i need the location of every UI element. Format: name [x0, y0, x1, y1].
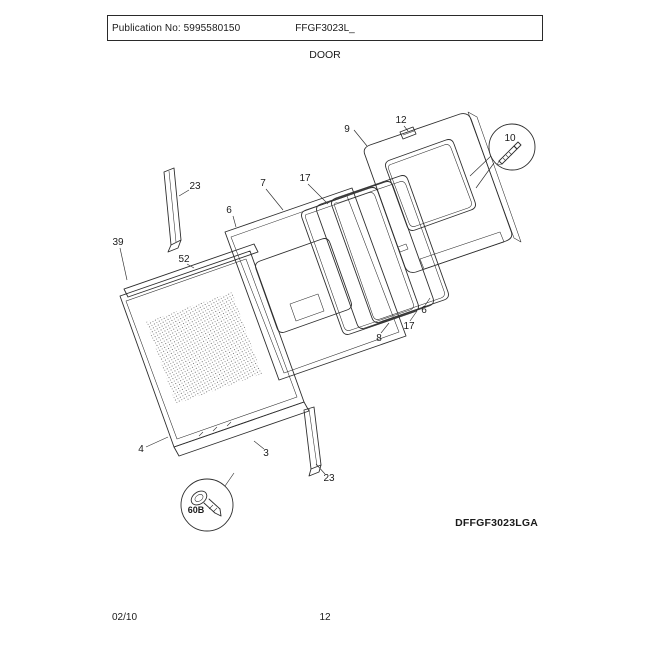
- liner-clip: [399, 126, 417, 140]
- callout-60b: 60B: [188, 505, 205, 515]
- callout-12: 12: [395, 115, 407, 126]
- callout-6-left: 6: [226, 205, 232, 216]
- outer-door-panel: [119, 250, 310, 457]
- screw-detail-circle-10: [469, 123, 536, 189]
- callout-6-right: 6: [421, 305, 427, 316]
- callout-4: 4: [138, 444, 144, 455]
- door-window-stipple: [146, 292, 262, 404]
- callout-7: 7: [260, 178, 266, 189]
- section-title: DOOR: [309, 49, 341, 61]
- publication-number: Publication No: 5995580150: [112, 23, 241, 34]
- callout-39: 39: [112, 237, 124, 248]
- hinge-bracket-lower: [303, 406, 322, 477]
- hinge-bracket-upper: [163, 167, 182, 253]
- callout-8: 8: [376, 333, 382, 344]
- callout-3: 3: [263, 448, 269, 459]
- callout-17-left: 17: [299, 173, 311, 184]
- callout-23-upper: 23: [189, 181, 201, 192]
- footer-date: 02/10: [112, 612, 138, 623]
- door-liner-panel: [363, 111, 522, 273]
- footer-page-number: 12: [319, 612, 331, 623]
- liner-vent-strip: [419, 231, 505, 270]
- callout-labels: 9 12 10 23 7 17 6 39 52 6 17 8 4 3 23 60…: [112, 115, 516, 515]
- diagram-code: DFFGF3023LGA: [455, 517, 538, 529]
- door-top-trim: [123, 243, 259, 298]
- model-number: FFGF3023L_: [295, 23, 355, 34]
- header-band-rules: [107, 15, 543, 41]
- callout-leader-lines: [119, 125, 431, 475]
- callout-9-top: 9: [344, 124, 350, 135]
- callout-17-right: 17: [403, 321, 415, 332]
- callout-10: 10: [504, 133, 516, 144]
- callout-52: 52: [178, 254, 190, 265]
- callout-23-lower: 23: [323, 473, 335, 484]
- screw-detail-circle-60b: [180, 472, 235, 532]
